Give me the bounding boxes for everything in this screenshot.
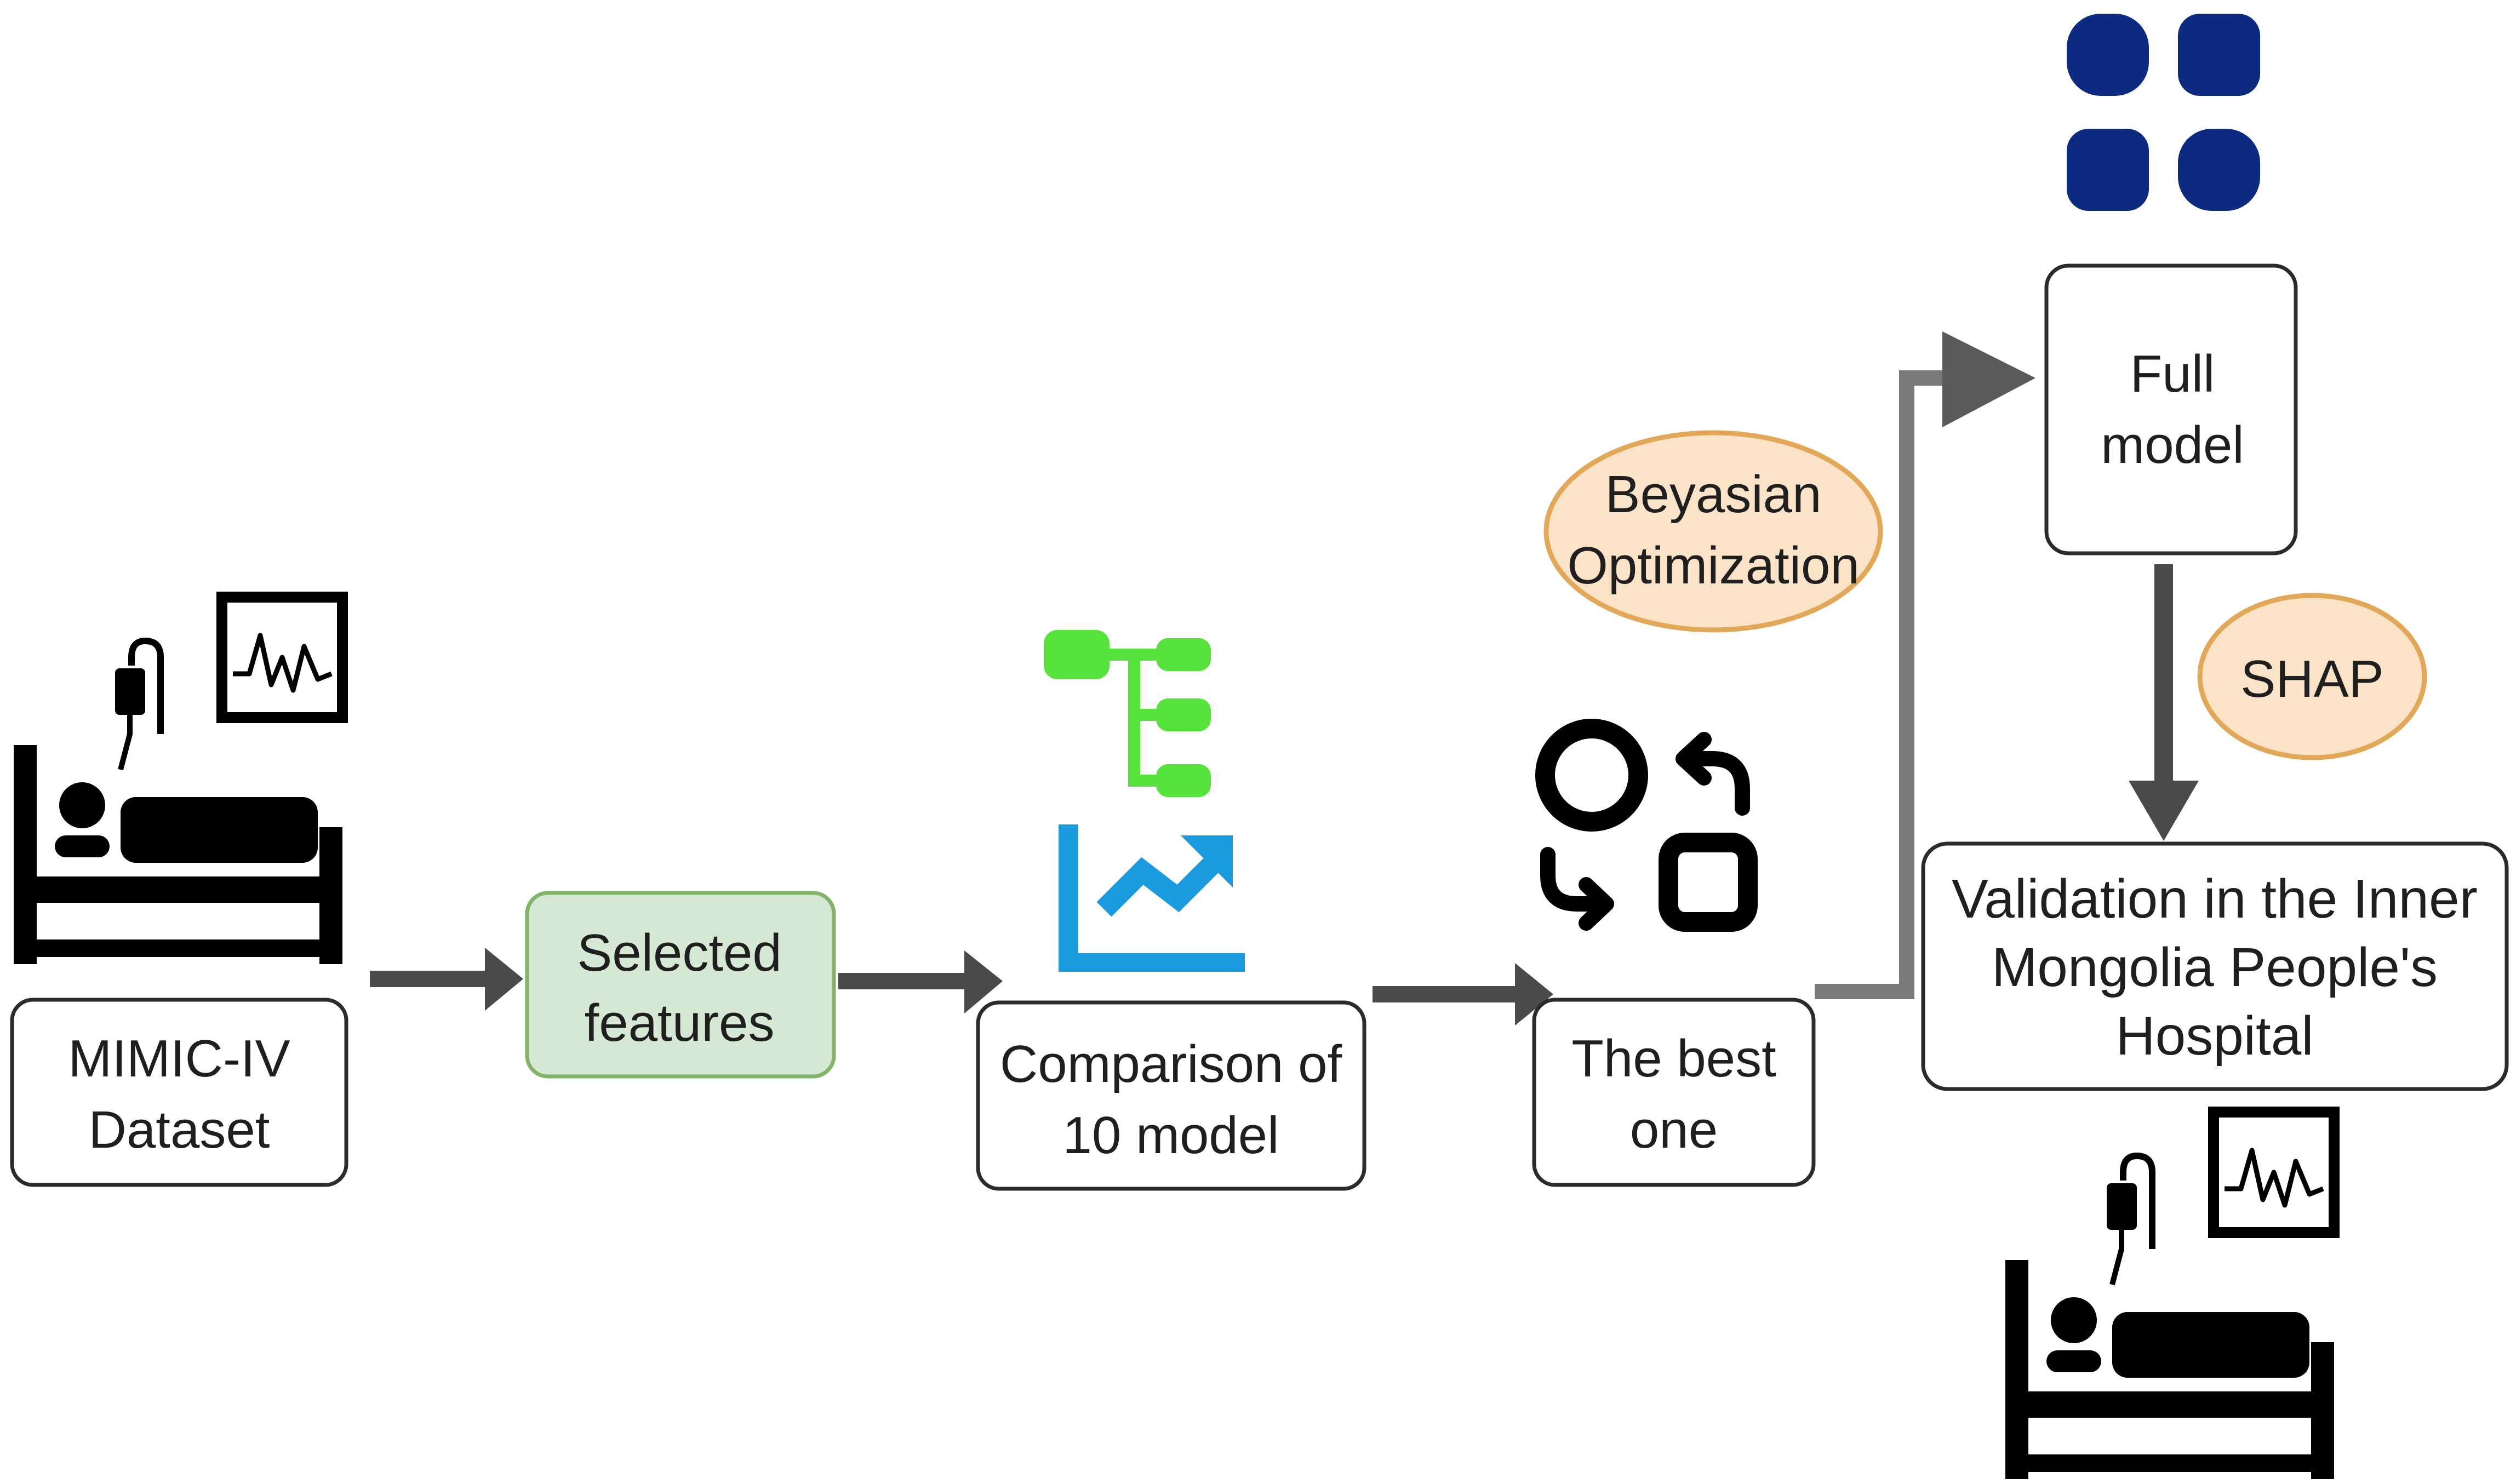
arrow-comparison-to-best: [1373, 963, 1553, 1025]
validation-label-line2: Mongolia People's: [1992, 937, 2438, 998]
validation-node: Validation in the Inner Mongolia People'…: [1921, 841, 2509, 1091]
validation-label-line1: Validation in the Inner: [1952, 868, 2478, 930]
bayes-label-line2: Optimization: [1567, 536, 1860, 595]
arrow-features-to-comparison: [838, 950, 1003, 1013]
full-label-line1: Full: [2130, 345, 2215, 403]
selected-features-node: Selected features: [525, 891, 836, 1079]
trending-up-chart-icon: [1059, 824, 1245, 972]
shap-annotation: SHAP: [2197, 593, 2427, 760]
best-label-line1: The best: [1571, 1029, 1776, 1088]
bayesian-optimization-annotation: Beyasian Optimization: [1543, 430, 1883, 633]
features-label-line1: Selected: [577, 924, 782, 982]
arrow-full-to-validation: [2129, 564, 2199, 841]
hospital-bed-icon-right: [2005, 1112, 2334, 1479]
full-label-line2: model: [2101, 416, 2244, 474]
validation-label-line3: Hospital: [2115, 1005, 2313, 1067]
full-model-node: Full model: [2044, 263, 2298, 555]
best-label-line2: one: [1630, 1101, 1718, 1159]
mimic-label-line2: Dataset: [89, 1101, 270, 1159]
bayes-label-line1: Beyasian: [1605, 465, 1822, 524]
tree-structure-icon: [1044, 630, 1211, 797]
four-squares-grid-icon: [2067, 14, 2260, 211]
shapes-swap-icon: [1535, 719, 1758, 932]
mimic-dataset-node: MIMIC-IV Dataset: [10, 998, 348, 1187]
arrow-best-to-full-model: [1815, 331, 2035, 999]
mimic-label-line1: MIMIC-IV: [68, 1029, 290, 1088]
arrow-mimic-to-features: [370, 948, 523, 1011]
model-comparison-node: Comparison of 10 model: [976, 1000, 1366, 1191]
comparison-label-line2: 10 model: [1063, 1106, 1279, 1165]
hospital-bed-icon-left: [14, 597, 342, 964]
features-label-line2: features: [585, 994, 775, 1052]
best-model-node: The best one: [1532, 998, 1816, 1187]
shap-label: SHAP: [2240, 650, 2383, 708]
comparison-label-line1: Comparison of: [1000, 1035, 1342, 1093]
